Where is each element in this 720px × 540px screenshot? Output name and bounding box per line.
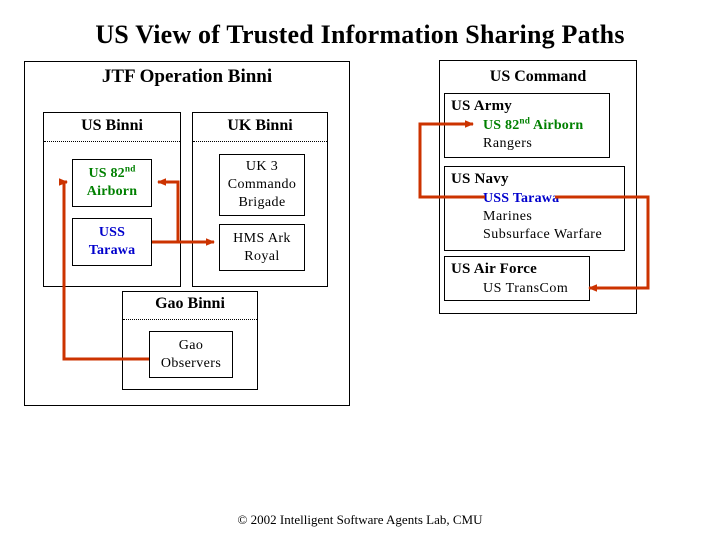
us-binni-title: US Binni <box>81 117 143 134</box>
copyright-footer: © 2002 Intelligent Software Agents Lab, … <box>237 512 483 527</box>
us-command-title: US Command <box>489 68 587 85</box>
node-us-82nd-airborn-binni[interactable]: US 82nd Airborn <box>72 159 152 207</box>
branch-item-rangers[interactable]: Rangers <box>483 135 533 151</box>
node-label-line1: US 82 <box>88 166 125 182</box>
uk-binni-title: UK Binni <box>227 117 293 134</box>
item-label: US 82 <box>483 117 520 133</box>
gao-binni-title: Gao Binni <box>155 295 225 312</box>
node-label-line1: USS <box>98 225 126 241</box>
branch-item-subsurface-warfare[interactable]: Subsurface Warfare <box>483 226 603 242</box>
node-uss-tarawa-binni[interactable]: USS Tarawa <box>72 218 152 266</box>
uk-binni-group <box>192 112 328 287</box>
node-label-line1: HMS Ark <box>233 230 291 246</box>
node-label-line3: Brigade <box>238 194 286 210</box>
item-label-sup: nd <box>519 114 531 125</box>
branch-item-us-82nd-airborn[interactable]: US 82nd Airborn <box>451 114 605 135</box>
node-label-line1: UK 3 <box>245 159 279 175</box>
page-title: US View of Trusted Information Sharing P… <box>95 20 625 49</box>
branch-us-army: US Army US 82nd Airborn Rangers <box>444 93 610 158</box>
node-label-line2: Observers <box>160 355 222 371</box>
branch-us-air-force: US Air Force US TransCom <box>444 256 590 301</box>
branch-us-navy: US Navy USS Tarawa Marines Subsurface Wa… <box>444 166 625 251</box>
branch-item-marines[interactable]: Marines <box>483 208 533 224</box>
branch-item-uss-tarawa[interactable]: USS Tarawa <box>483 190 560 206</box>
branch-header: US Air Force <box>451 261 537 277</box>
uk-binni-divider <box>193 141 327 142</box>
node-uk-3-commando-brigade[interactable]: UK 3 Commando Brigade <box>219 154 305 216</box>
node-label-sup: nd <box>124 163 136 174</box>
jtf-operation-binni-panel <box>24 61 350 406</box>
node-label-line2: Airborn <box>86 184 138 199</box>
jtf-panel-title: JTF Operation Binni <box>101 66 273 87</box>
node-hms-ark-royal[interactable]: HMS Ark Royal <box>219 224 305 271</box>
node-label-line2: Royal <box>244 248 280 264</box>
item-label-tail: Airborn <box>530 117 584 133</box>
branch-header: US Navy <box>451 171 509 187</box>
node-label-line2: Commando <box>227 177 297 193</box>
us-binni-divider <box>44 141 180 142</box>
gao-binni-divider <box>123 319 257 320</box>
branch-header: US Army <box>451 98 512 114</box>
branch-item-us-transcom[interactable]: US TransCom <box>483 280 569 296</box>
node-label-line1: Gao <box>178 337 204 353</box>
node-gao-observers[interactable]: Gao Observers <box>149 331 233 378</box>
node-label-line2: Tarawa <box>88 243 136 258</box>
